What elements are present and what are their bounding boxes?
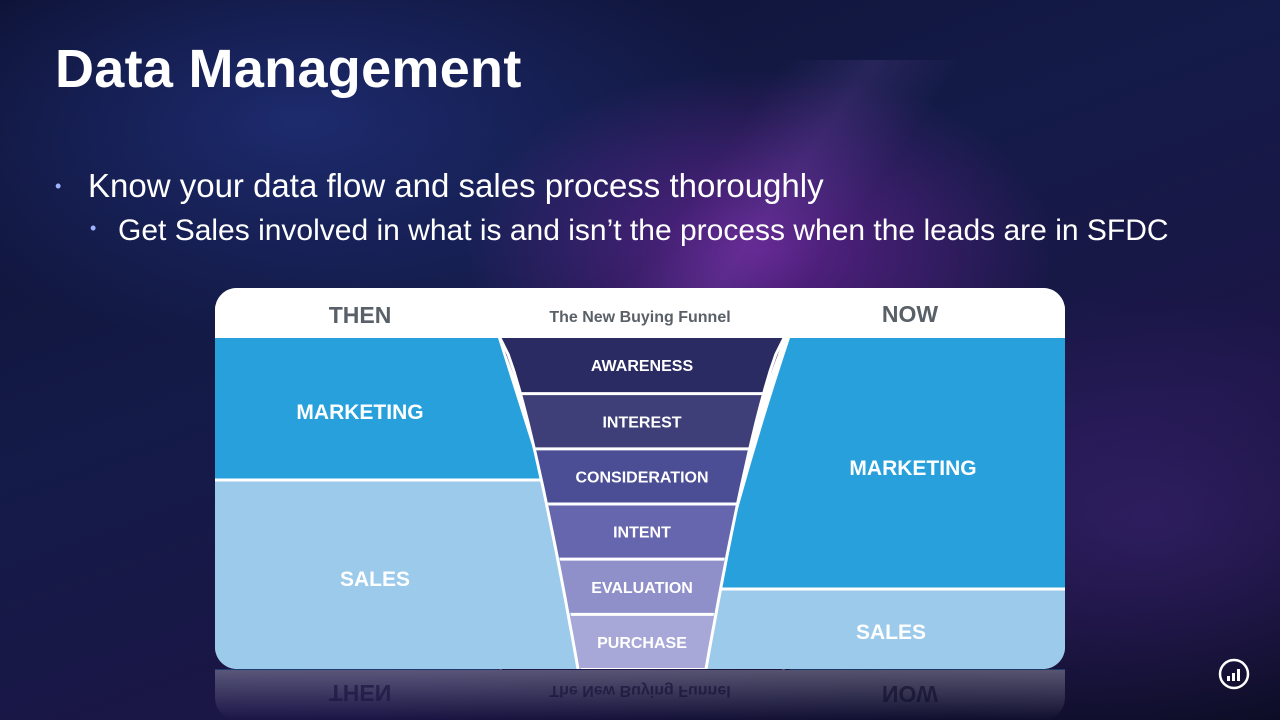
funnel-stage-awareness (500, 669, 784, 670)
page-title: Data Management (55, 39, 522, 99)
now-sales-region (707, 588, 1065, 669)
then-marketing-region (215, 669, 543, 670)
funnel-svg: THEN The New Buying Funnel NOW MARKETING… (215, 288, 1065, 669)
bullet-marker: • (55, 176, 62, 196)
now-marketing-label: MARKETING (849, 457, 976, 480)
bullet-level-2: • Get Sales involved in what is and isn’… (90, 214, 1190, 247)
funnel-right-edge (704, 337, 786, 669)
funnel-stage-label: PURCHASE (597, 635, 687, 652)
bullet-text: Get Sales involved in what is and isn’t … (118, 214, 1169, 247)
header-funnel-title: The New Buying Funnel (549, 682, 730, 699)
funnel-stage-awareness (500, 338, 784, 393)
funnel-stage-label: AWARENESS (591, 358, 694, 375)
header-bar (215, 288, 1065, 338)
funnel-stages: AWARENESS INTEREST CONSIDERATION INTENT EVAL… (498, 337, 786, 669)
bullet-marker: • (90, 218, 97, 238)
bullet-text: Know your data flow and sales process th… (88, 167, 824, 204)
funnel-stage-interest (520, 395, 764, 448)
then-marketing-region (215, 338, 543, 480)
header-then: THEN (329, 302, 392, 328)
funnel-stage-label: EVALUATION (591, 580, 693, 597)
diagram-reflection: THEN The New Buying Funnel NOW MARKETING… (215, 669, 1065, 720)
header-funnel-title: The New Buying Funnel (549, 309, 730, 326)
now-marketing-region (717, 338, 1065, 588)
marketo-logo-icon (1218, 658, 1250, 690)
funnel-reflection-svg: THEN The New Buying Funnel NOW MARKETING… (215, 669, 1065, 720)
header-now: NOW (882, 301, 939, 327)
then-sales-region (215, 480, 581, 669)
funnel-stage-label: INTENT (613, 525, 671, 542)
funnel-stage-label: INTEREST (602, 414, 681, 431)
then-sales-label: SALES (340, 568, 410, 591)
now-sales-label: SALES (856, 621, 926, 644)
funnel-stage-label: CONSIDERATION (575, 469, 708, 486)
funnel-left-edge (498, 337, 580, 669)
funnel-stages: AWARENESSINTERESTCONSIDERATIONINTENTEVAL… (498, 669, 786, 671)
funnel-stage-purchase (568, 615, 716, 668)
bullet-level-1: • Know your data flow and sales process … (55, 166, 1205, 206)
funnel-stage-consideration (534, 450, 750, 503)
then-marketing-label: MARKETING (296, 401, 423, 424)
buying-funnel-diagram: THEN The New Buying Funnel NOW MARKETING… (215, 288, 1065, 669)
funnel-stage-intent (546, 505, 738, 558)
funnel-stage-evaluation (557, 560, 727, 613)
header-then: THEN (329, 680, 392, 706)
header-bar (215, 670, 1065, 720)
header-now: NOW (882, 681, 939, 707)
